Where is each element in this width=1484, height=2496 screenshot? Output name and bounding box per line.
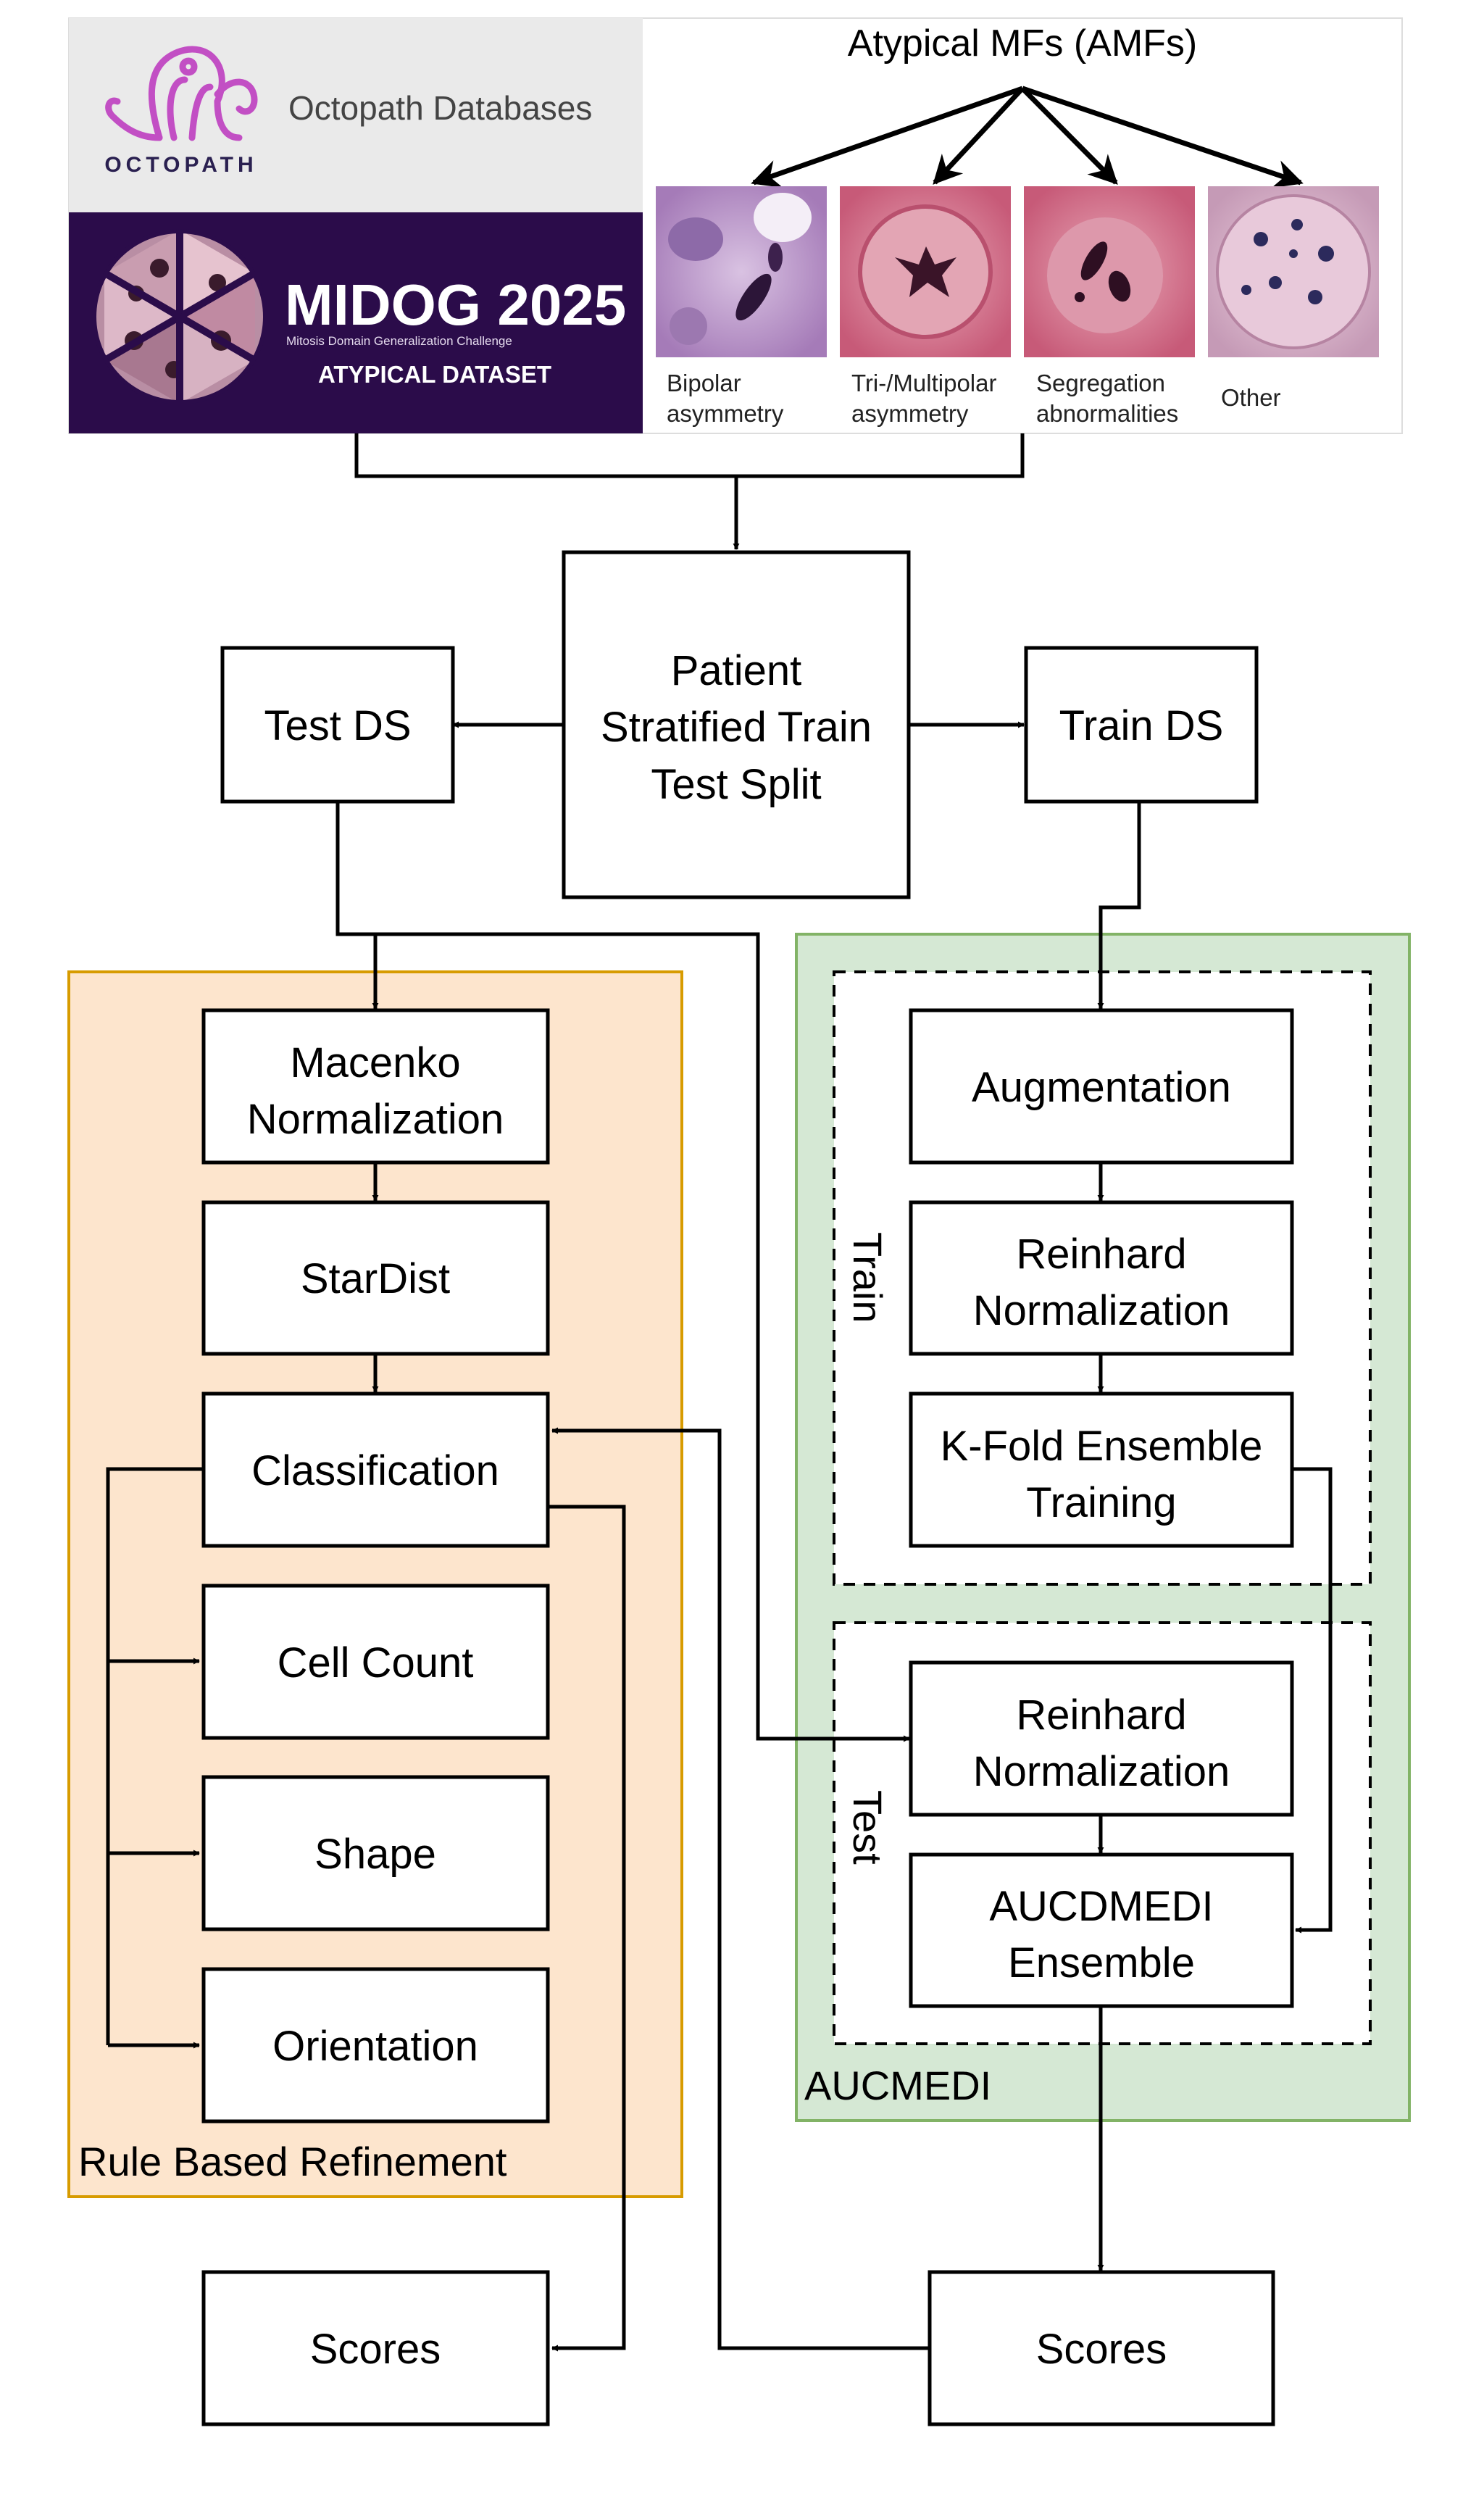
amf-image-other: [1208, 186, 1379, 357]
midog-cell-wheel-icon: [94, 231, 265, 402]
patient-split-line-3: Test Split: [651, 761, 821, 808]
octopath-logo-icon: [105, 46, 258, 141]
box-test-ds: Test DS: [220, 646, 455, 804]
amf-image-bipolar: [656, 186, 827, 357]
octopath-databases-label: Octopath Databases: [288, 89, 592, 127]
amf-title: Atypical MFs (AMFs): [848, 22, 1197, 65]
octopath-panel: [69, 18, 643, 212]
ensemble-line-1: AUCDMEDI: [989, 1883, 1213, 1930]
midog-subtitle: Mitosis Domain Generalization Challenge: [286, 334, 512, 348]
box-scores-rule: Scores: [201, 2270, 550, 2426]
cell-count-label: Cell Count: [278, 1639, 474, 1686]
macenko-line-2: Normalization: [247, 1096, 504, 1143]
shape-label: Shape: [314, 1831, 436, 1878]
amf-label-other: Other: [1221, 384, 1281, 411]
classification-label: Classification: [251, 1447, 499, 1494]
amf-image-multipolar: [840, 186, 1011, 357]
stardist-label: StarDist: [301, 1255, 450, 1302]
box-patient-split: Patient Stratified Train Test Split: [562, 550, 911, 899]
connector-trainds-to-augmentation: [1097, 802, 1141, 1010]
train-ds-label: Train DS: [1059, 702, 1224, 749]
box-shape: Shape: [201, 1775, 550, 1931]
box-reinhard-test: Reinhard Normalization: [909, 1660, 1294, 1817]
amf-label-multipolar-1: Tri-/Multipolar: [851, 370, 996, 396]
augmentation-label: Augmentation: [972, 1064, 1231, 1111]
box-kfold: K-Fold Ensemble Training: [909, 1391, 1294, 1548]
test-ds-label: Test DS: [264, 702, 411, 749]
amf-label-multipolar-2: asymmetry: [851, 400, 969, 427]
connector-header-merge: [354, 433, 1025, 478]
scores-rule-label: Scores: [310, 2326, 441, 2373]
kfold-line-1: K-Fold Ensemble: [941, 1423, 1263, 1470]
box-cell-count: Cell Count: [201, 1584, 550, 1740]
connector-classification-to-scores: [548, 1505, 626, 2352]
kfold-line-2: Training: [1026, 1479, 1176, 1526]
box-classification: Classification: [201, 1391, 550, 1548]
reinhard-train-line-2: Normalization: [973, 1287, 1230, 1334]
amf-label-segregation-2: abnormalities: [1036, 400, 1178, 427]
amf-label-bipolar-2: asymmetry: [667, 400, 784, 427]
patient-split-line-1: Patient: [671, 647, 802, 694]
box-scores-aucmedi: Scores: [928, 2270, 1275, 2426]
macenko-line-1: Macenko: [290, 1039, 460, 1086]
orientation-label: Orientation: [272, 2023, 478, 2070]
amf-arrows: [751, 86, 1304, 188]
rule-based-label: Rule Based Refinement: [78, 2139, 507, 2184]
aucmedi-label: AUCMEDI: [804, 2063, 991, 2108]
header-panel: OCTOPATH Octopath Databases: [68, 17, 1403, 434]
reinhard-train-line-1: Reinhard: [1016, 1231, 1186, 1278]
amf-label-bipolar-1: Bipolar: [667, 370, 741, 396]
box-augmentation: Augmentation: [909, 1008, 1294, 1165]
box-reinhard-train: Reinhard Normalization: [909, 1200, 1294, 1356]
train-group-label: Train: [845, 1232, 891, 1323]
scores-aucmedi-label: Scores: [1036, 2326, 1167, 2373]
connector-testds-to-reinhard-test: [375, 932, 910, 1742]
box-train-ds: Train DS: [1024, 646, 1259, 804]
reinhard-test-line-2: Normalization: [973, 1748, 1230, 1795]
amf-image-segregation: [1024, 186, 1195, 357]
connectors: [106, 433, 1333, 2352]
box-ensemble: AUCDMEDI Ensemble: [909, 1852, 1294, 2008]
connector-testds-to-macenko: [335, 802, 379, 1010]
box-orientation: Orientation: [201, 1967, 550, 2123]
box-stardist: StarDist: [201, 1200, 550, 1356]
midog-title: MIDOG 2025: [285, 273, 626, 337]
connector-kfold-to-ensemble: [1292, 1467, 1333, 1934]
reinhard-test-line-1: Reinhard: [1016, 1692, 1186, 1739]
connector-scores-to-classification: [551, 1427, 930, 2350]
patient-split-line-2: Stratified Train: [601, 704, 872, 751]
test-group-label: Test: [845, 1790, 891, 1865]
ensemble-line-2: Ensemble: [1008, 1939, 1195, 1987]
midog-dataset-label: ATYPICAL DATASET: [318, 361, 551, 388]
octopath-logo-text: OCTOPATH: [104, 153, 257, 177]
box-macenko: Macenko Normalization: [201, 1008, 550, 1165]
amf-label-segregation-1: Segregation: [1036, 370, 1165, 396]
